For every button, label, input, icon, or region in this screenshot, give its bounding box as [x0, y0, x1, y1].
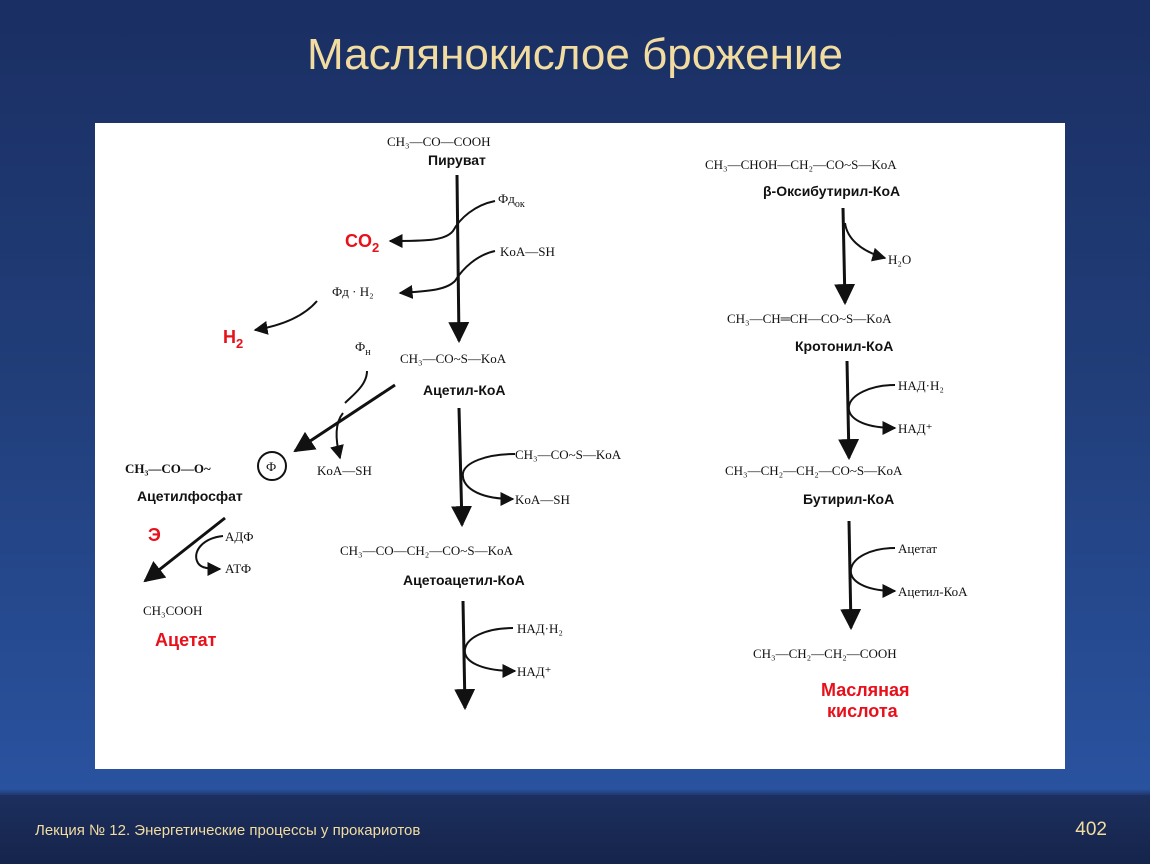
- phosphate-circle: [257, 451, 287, 481]
- enzyme-e: Э: [148, 525, 161, 545]
- butyric-label-2: кислота: [827, 701, 899, 721]
- nad-plus-1: НАД⁺: [517, 664, 552, 679]
- koa-sh-1: KoA—SH: [500, 244, 555, 259]
- slide-title: Маслянокислое брожение: [307, 30, 843, 79]
- arrow-butyryl-to-butyric: [840, 520, 862, 631]
- crotonyl-label: Кротонил-КоА: [795, 338, 893, 354]
- oxybutyryl-formula: CH₃—CHOH—CH₂—CO~S—KoA: [705, 157, 897, 172]
- phi-n: Фн: [355, 339, 371, 358]
- fermentation-diagram: CH₃—CO—COOH Пируват Фдок CO2 KoA—SH Фд ·…: [125, 134, 968, 721]
- arrow-to-acetate: [143, 516, 226, 583]
- arrow-acetylcoa-to-acetylphosphate: [293, 383, 396, 453]
- crotonyl-formula: CH₃—CH═CH—CO~S—KoA: [727, 311, 892, 326]
- nad-h2-2: НАД·H₂: [898, 378, 944, 393]
- atp-label: АТФ: [225, 561, 251, 576]
- arrow-koa-sh-out: [330, 412, 344, 460]
- arrow-h2o-out: [844, 222, 887, 262]
- acetyl-koa-formula: CH₃—CO~S—KoA: [400, 351, 507, 366]
- oxybutyryl-label: β-Оксибутирил-КоА: [763, 183, 900, 199]
- arrow-acetoacetyl-down: [454, 600, 476, 711]
- nad-h2-1: НАД·H₂: [517, 621, 563, 636]
- nad-plus-2: НАД⁺: [898, 421, 933, 436]
- arrow-co2-out: [388, 200, 496, 248]
- arrow-acetylcoa-to-acetoacetyl: [451, 407, 473, 528]
- butyryl-label: Бутирил-КоА: [803, 491, 894, 507]
- arrow-adp-atp: [195, 535, 224, 576]
- arrow-acetylcoa-in-koa-out: [461, 453, 516, 506]
- phi-circle-text: Ф: [266, 459, 276, 474]
- pyruvate-label: Пируват: [428, 152, 486, 168]
- koa-sh-3: KoA—SH: [515, 492, 570, 507]
- acetate-in: Ацетат: [898, 541, 937, 556]
- acetylphosphate-formula: CH₃—CO—O~: [125, 461, 211, 476]
- acetyl-koa-out: Ацетил-КоА: [898, 584, 968, 599]
- page-number: 402: [1075, 819, 1107, 840]
- acetic-formula: CH₃COOH: [143, 603, 202, 618]
- fd-h2: Фд · H₂: [332, 284, 374, 299]
- acetylphosphate-label: Ацетилфосфат: [137, 488, 243, 504]
- diagram-panel: CH₃—CO—COOH Пируват Фдок CO2 KoA—SH Фд ·…: [95, 123, 1065, 769]
- arrow-h2-out: [253, 300, 318, 335]
- adp-label: АДФ: [225, 529, 254, 544]
- koa-sh-2: KoA—SH: [317, 463, 372, 478]
- footer-band: [0, 789, 1150, 864]
- pyruvate-formula: CH₃—CO—COOH: [387, 134, 491, 149]
- butyryl-formula: CH₃—CH₂—CH₂—CO~S—KoA: [725, 463, 903, 478]
- h2o-label: H₂O: [888, 252, 911, 267]
- arrow-fdh2-out: [398, 250, 496, 299]
- acetoacetyl-formula: CH₃—CO—CH₂—CO~S—KoA: [340, 543, 513, 558]
- footer-lecture: Лекция № 12. Энергетические процессы у п…: [35, 822, 421, 839]
- butyric-label-1: Масляная: [821, 680, 910, 700]
- arrow-oxybutyryl-to-crotonyl: [834, 207, 856, 306]
- acetate-label: Ацетат: [155, 630, 217, 650]
- fd-ox: Фдок: [498, 191, 525, 210]
- arrow-nadh2-nad-2: [847, 384, 897, 435]
- acetyl-koa-label: Ацетил-КоА: [423, 382, 506, 398]
- butyric-formula: CH₃—CH₂—CH₂—COOH: [753, 646, 897, 661]
- arrow-acetate-acetylcoa: [849, 547, 897, 598]
- arrow-pyruvate-to-acetylcoa: [448, 174, 470, 344]
- h2-label: H2: [223, 327, 243, 351]
- acetoacetyl-label: Ацетоацетил-КоА: [403, 572, 525, 588]
- phi-n-curve: [344, 370, 368, 404]
- acetyl-koa-in: CH₃—CO~S—KoA: [515, 447, 622, 462]
- co2-label: CO2: [345, 231, 379, 255]
- arrow-nadh2-nad-1: [463, 627, 517, 678]
